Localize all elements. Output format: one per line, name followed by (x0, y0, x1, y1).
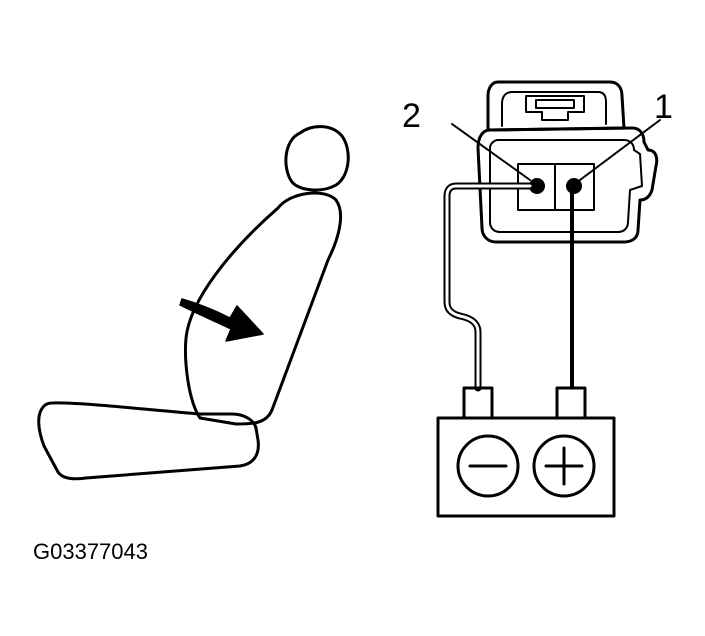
seat-illustration (37, 125, 350, 481)
battery-post-positive (555, 386, 587, 420)
seat-back (184, 191, 343, 426)
terminal-2-leader (451, 123, 531, 181)
connector-terminal-cavity-1 (554, 163, 595, 211)
battery-negative-circle (456, 434, 520, 498)
wires (443, 182, 574, 392)
connector-body-inner (489, 139, 643, 233)
terminal-1-leader (579, 119, 661, 181)
battery-post-negative (462, 386, 494, 420)
connector-latch-slot (535, 99, 575, 109)
connector-latch-inner (501, 91, 607, 127)
connector-latch-tab (525, 95, 585, 121)
connector-body-outer (476, 126, 659, 244)
figure-code: G03377043 (33, 539, 148, 564)
terminal-2-label: 2 (402, 97, 421, 135)
wire-negative-core (445, 184, 532, 390)
wire-negative (443, 182, 540, 392)
battery (436, 386, 616, 518)
seat-cushion (37, 401, 260, 481)
recline-arrow-icon (179, 298, 264, 342)
battery-body (436, 416, 616, 518)
seat-headrest (284, 125, 350, 192)
terminal-1-label: 1 (654, 88, 673, 126)
battery-positive-circle (532, 434, 596, 498)
connector-latch-housing (486, 80, 626, 132)
